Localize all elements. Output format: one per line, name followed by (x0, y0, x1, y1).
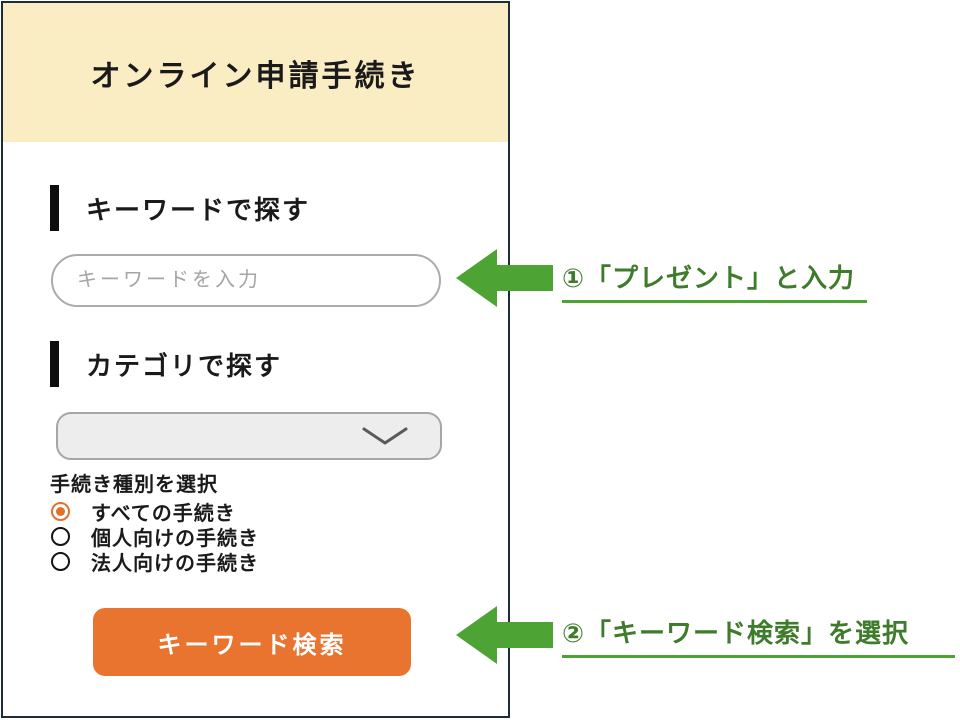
category-dropdown[interactable] (56, 412, 442, 460)
page-title: オンライン申請手続き (90, 59, 421, 93)
keyword-search-button[interactable]: キーワード検索 (93, 608, 411, 676)
radio-button-icon[interactable] (51, 501, 70, 521)
panel-header: オンライン申請手続き (3, 3, 508, 142)
keyword-section-heading-label: キーワードで探す (86, 194, 311, 225)
heading-accent-bar (50, 341, 59, 387)
radio-button-icon[interactable] (51, 551, 70, 571)
category-section-heading-label: カテゴリで探す (86, 350, 283, 381)
application-search-panel: オンライン申請手続き キーワードで探す カテゴリで探す 手続き種別を選択 すべて… (1, 1, 510, 718)
procedure-type-label: 手続き種別を選択 (50, 474, 218, 496)
radio-option-label: 法人向けの手続き (91, 552, 259, 575)
category-section-heading: カテゴリで探す (50, 341, 282, 387)
radio-option-label: 個人向けの手続き (91, 527, 259, 550)
left-arrow-icon (456, 249, 553, 307)
radio-option-all-procedures[interactable]: すべての手続き (51, 499, 236, 525)
radio-option-individual-procedures[interactable]: 個人向けの手続き (51, 524, 259, 550)
annotation-step-1: ①「プレゼント」と入力 (562, 258, 867, 303)
chevron-down-icon (362, 427, 408, 444)
radio-option-corporate-procedures[interactable]: 法人向けの手続き (51, 549, 259, 575)
left-arrow-icon (456, 606, 553, 664)
heading-accent-bar (50, 185, 59, 231)
annotation-step-2: ②「キーワード検索」を選択 (562, 613, 955, 658)
keyword-section-heading: キーワードで探す (50, 185, 310, 231)
radio-option-label: すべての手続き (91, 502, 236, 525)
radio-button-icon[interactable] (51, 526, 70, 546)
keyword-input[interactable] (51, 254, 441, 307)
